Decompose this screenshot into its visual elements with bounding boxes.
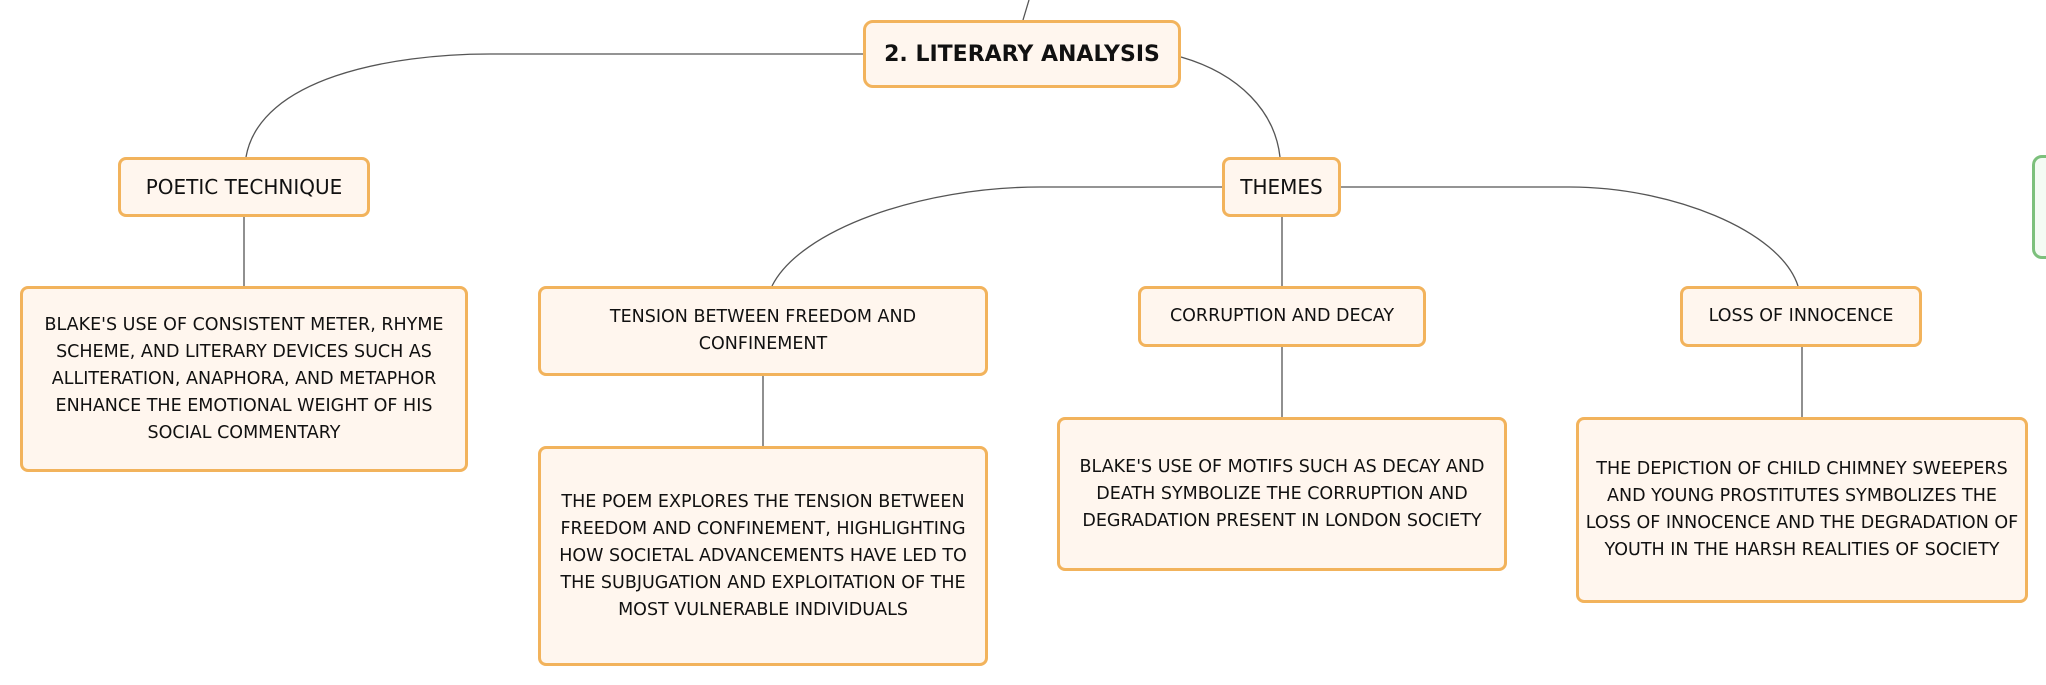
loss-of-innocence-label: LOSS OF INNOCENCE [1708, 306, 1894, 326]
loss-of-innocence-detail-text: THE DEPICTION OF CHILD CHIMNEY SWEEPERS … [1585, 459, 2019, 560]
offscreen-node-edge [2032, 155, 2046, 259]
corruption-decay-label: CORRUPTION AND DECAY [1169, 306, 1395, 326]
themes-node[interactable]: THEMES [1222, 157, 1341, 217]
connector-root-poetic [245, 53, 863, 158]
corruption-decay-node[interactable]: CORRUPTION AND DECAY [1138, 286, 1426, 347]
loss-of-innocence-node[interactable]: LOSS OF INNOCENCE [1680, 286, 1922, 347]
freedom-confinement-detail-node[interactable]: THE POEM EXPLORES THE TENSION BETWEEN FR… [538, 446, 988, 666]
connector-themes-innocence [1341, 186, 1799, 287]
poetic-technique-detail-node[interactable]: BLAKE'S USE OF CONSISTENT METER, RHYME S… [20, 286, 468, 472]
themes-label: THEMES [1240, 175, 1323, 199]
loss-of-innocence-detail-node[interactable]: THE DEPICTION OF CHILD CHIMNEY SWEEPERS … [1576, 417, 2028, 603]
poetic-technique-node[interactable]: POETIC TECHNIQUE [118, 157, 370, 217]
corruption-decay-detail-text: BLAKE'S USE OF MOTIFS SUCH AS DECAY AND … [1079, 456, 1485, 531]
corruption-decay-detail-node[interactable]: BLAKE'S USE OF MOTIFS SUCH AS DECAY AND … [1057, 417, 1507, 571]
poetic-technique-detail-text: BLAKE'S USE OF CONSISTENT METER, RHYME S… [44, 314, 444, 443]
freedom-confinement-label: TENSION BETWEEN FREEDOM AND CONFINEMENT [609, 307, 917, 354]
connector-incoming [1022, 0, 1030, 21]
connector-root-themes [1180, 56, 1281, 158]
root-label: 2. LITERARY ANALYSIS [884, 41, 1160, 67]
connector-themes-freedom [771, 186, 1222, 287]
poetic-technique-label: POETIC TECHNIQUE [145, 175, 343, 199]
freedom-confinement-node[interactable]: TENSION BETWEEN FREEDOM AND CONFINEMENT [538, 286, 988, 376]
freedom-confinement-detail-text: THE POEM EXPLORES THE TENSION BETWEEN FR… [559, 491, 967, 620]
root-node[interactable]: 2. LITERARY ANALYSIS [863, 20, 1181, 88]
